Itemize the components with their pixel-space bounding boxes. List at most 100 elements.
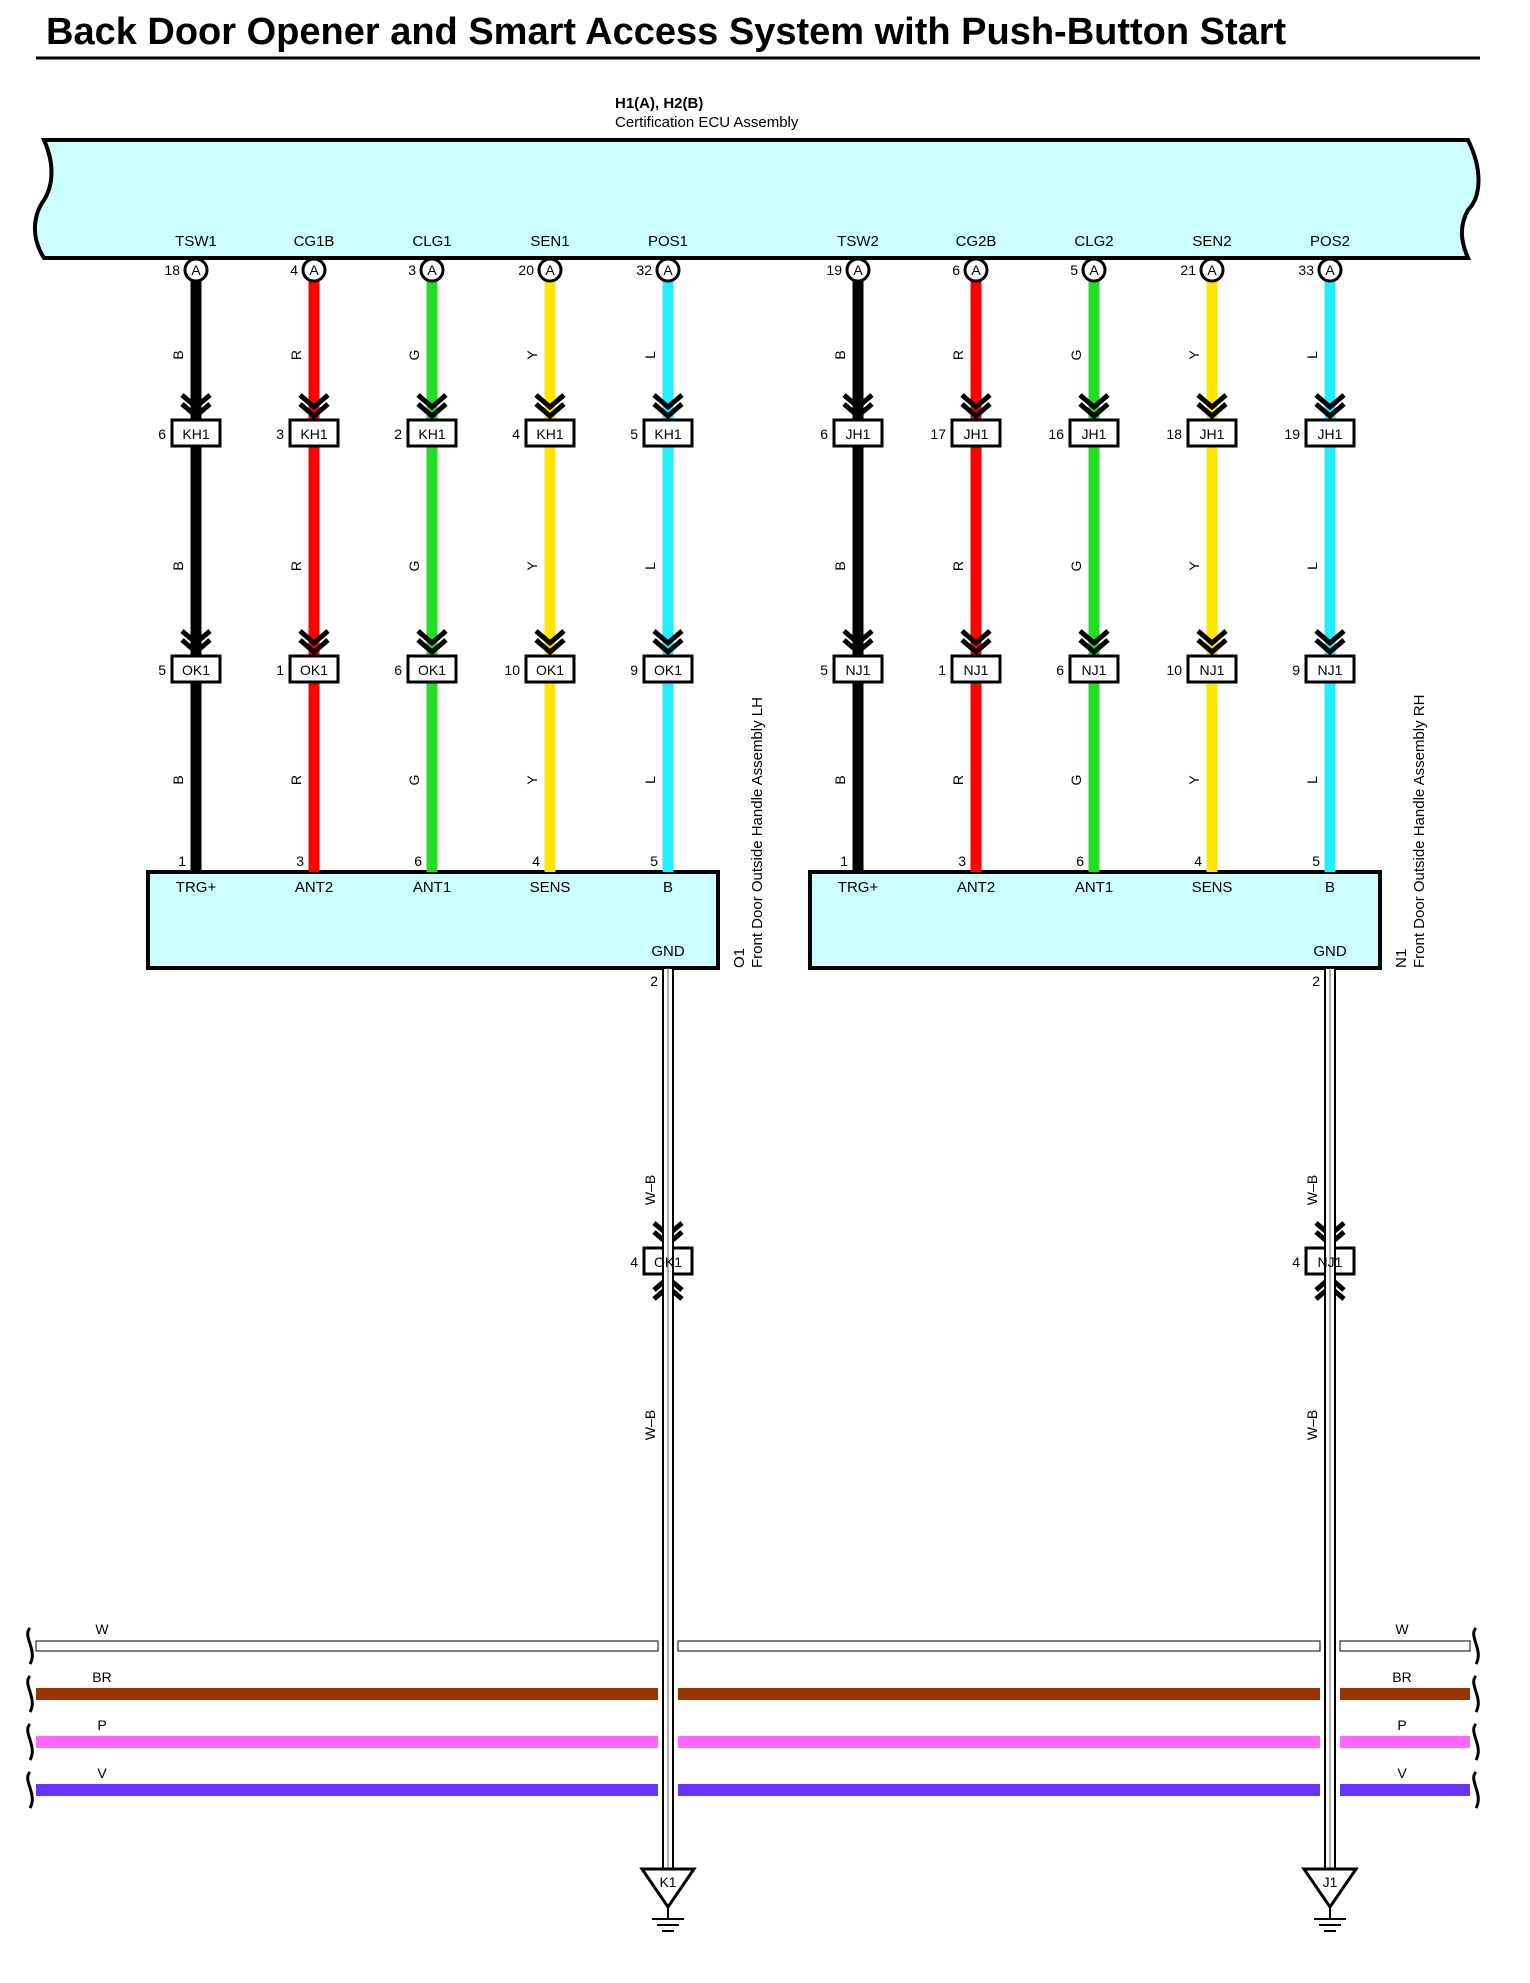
wire-color-code: Y — [1186, 561, 1202, 571]
wire-color-code: G — [1068, 350, 1084, 361]
device-pin-number: 1 — [178, 853, 186, 869]
connector-tag: A — [663, 262, 673, 278]
ecu-pin-number: 21 — [1180, 262, 1196, 278]
device-id: O1 — [731, 948, 748, 968]
labels-layer: A18TSW1BBBKH16OK151TRG+A4CG1BRRRKH13OK11… — [92, 233, 1428, 1890]
device-name: Front Door Outside Handle Assembly LH — [749, 697, 766, 968]
ground-point-label: J1 — [1323, 1874, 1338, 1890]
gnd-junction-pin-number: 4 — [1292, 1254, 1300, 1270]
junction-ok1 — [406, 654, 458, 684]
junction-pin-number: 4 — [512, 426, 520, 442]
bus-wire-label: P — [1397, 1717, 1406, 1733]
wire-color-code: B — [832, 775, 848, 784]
junction-kh1 — [524, 418, 576, 448]
wire-color-code: Y — [524, 350, 540, 360]
junction-chevron-cg2b — [960, 629, 992, 656]
junction-ok1 — [170, 654, 222, 684]
junction-chevron-tsw1 — [180, 393, 212, 420]
ecu-assembly-box — [32, 138, 1481, 260]
wire-color-code: R — [950, 775, 966, 785]
ecu-pin-number: 6 — [952, 262, 960, 278]
wire-color-code: B — [170, 775, 186, 784]
junction-chevron-cg1b — [298, 393, 330, 420]
device-pin-number: 5 — [650, 853, 658, 869]
junction-kh1-label: KH1 — [182, 426, 209, 442]
junction-chevron-pos1 — [652, 393, 684, 420]
device-pin-name: ANT1 — [1075, 879, 1113, 896]
bus-wire-label: W — [95, 1621, 109, 1637]
wire-color-code: L — [642, 351, 658, 359]
bus-wire-w — [35, 1640, 659, 1652]
junction-chevron-pos2 — [1314, 629, 1346, 656]
bus-break-mark — [26, 1674, 34, 1713]
junction-kh1 — [642, 418, 694, 448]
wire-color-code: L — [642, 776, 658, 784]
junction-ok1-label: OK1 — [300, 662, 328, 678]
wire-color-code: L — [642, 562, 658, 570]
ecu-pin-number: 3 — [408, 262, 416, 278]
bus-layer — [26, 1626, 1480, 1809]
device-pin-name: B — [663, 879, 673, 896]
connector-tag: A — [309, 262, 319, 278]
connector-tag: A — [1325, 262, 1335, 278]
junction-chevron-sen2 — [1196, 629, 1228, 656]
junction-kh1-label: KH1 — [536, 426, 563, 442]
junction-nj1-label: NJ1 — [1200, 662, 1225, 678]
wire-color-code: Y — [1186, 350, 1202, 360]
junction-pin-number: 10 — [504, 662, 520, 678]
junction-chevron-sen1 — [534, 629, 566, 656]
ecu-pin-name: CG2B — [956, 233, 997, 250]
junction-pin-number: 1 — [276, 662, 284, 678]
junction-ok1-label: OK1 — [418, 662, 446, 678]
ecu-pin-name: CLG1 — [412, 233, 451, 250]
device-gnd-label: GND — [1313, 943, 1347, 960]
junction-jh1-label: JH1 — [964, 426, 989, 442]
ecu-connector-pos1 — [655, 257, 681, 283]
device-pin-number: 6 — [414, 853, 422, 869]
bus-break-mark — [26, 1770, 34, 1809]
device-pin-number: 4 — [532, 853, 540, 869]
device-pin-name: SENS — [1192, 879, 1233, 896]
wire-color-code: B — [832, 561, 848, 570]
ecu-pin-name: TSW2 — [837, 233, 879, 250]
junction-chevron-sen1 — [534, 393, 566, 420]
ecu-connector-clg2 — [1081, 257, 1107, 283]
connector-tag: A — [853, 262, 863, 278]
wire-color-code: R — [950, 350, 966, 360]
junction-nj1-label: NJ1 — [846, 662, 871, 678]
junction-jh1-label: JH1 — [1082, 426, 1107, 442]
bus-wire-label: V — [1397, 1765, 1407, 1781]
junction-nj1 — [1068, 654, 1120, 684]
junction-jh1 — [950, 418, 1002, 448]
wire-color-code: G — [406, 561, 422, 572]
gnd-pin-number: 2 — [1312, 973, 1320, 989]
junction-jh1 — [1304, 418, 1356, 448]
bus-break-mark — [1472, 1674, 1480, 1713]
junction-jh1 — [1068, 418, 1120, 448]
junction-chevron-clg1 — [416, 393, 448, 420]
device-pin-number: 6 — [1076, 853, 1084, 869]
junction-chevron-clg1 — [416, 629, 448, 656]
bus-break-mark — [26, 1626, 34, 1665]
junction-nj1 — [1304, 654, 1356, 684]
junction-pin-number: 2 — [394, 426, 402, 442]
wire-color-code: Y — [524, 775, 540, 785]
junction-nj1-label: NJ1 — [1082, 662, 1107, 678]
device-pin-number: 4 — [1194, 853, 1202, 869]
connector-tag: A — [1207, 262, 1217, 278]
wire-color-code: L — [1304, 351, 1320, 359]
junction-ok1 — [288, 654, 340, 684]
ecu-pin-number: 5 — [1070, 262, 1078, 278]
junction-pin-number: 10 — [1166, 662, 1182, 678]
junction-kh1-label: KH1 — [654, 426, 681, 442]
junction-nj1-label: NJ1 — [964, 662, 989, 678]
bus-wire-w — [1339, 1640, 1471, 1652]
device-pin-name: SENS — [530, 879, 571, 896]
gnd-wire-color-code: W–B — [1304, 1175, 1320, 1205]
wire-color-code: G — [406, 775, 422, 786]
junction-ok1-label: OK1 — [654, 662, 682, 678]
ecu-pin-name: POS1 — [648, 233, 688, 250]
diagram-title: Back Door Opener and Smart Access System… — [46, 11, 1287, 53]
junction-chevron-sen2 — [1196, 393, 1228, 420]
ground-point-k1 — [639, 1867, 697, 1910]
